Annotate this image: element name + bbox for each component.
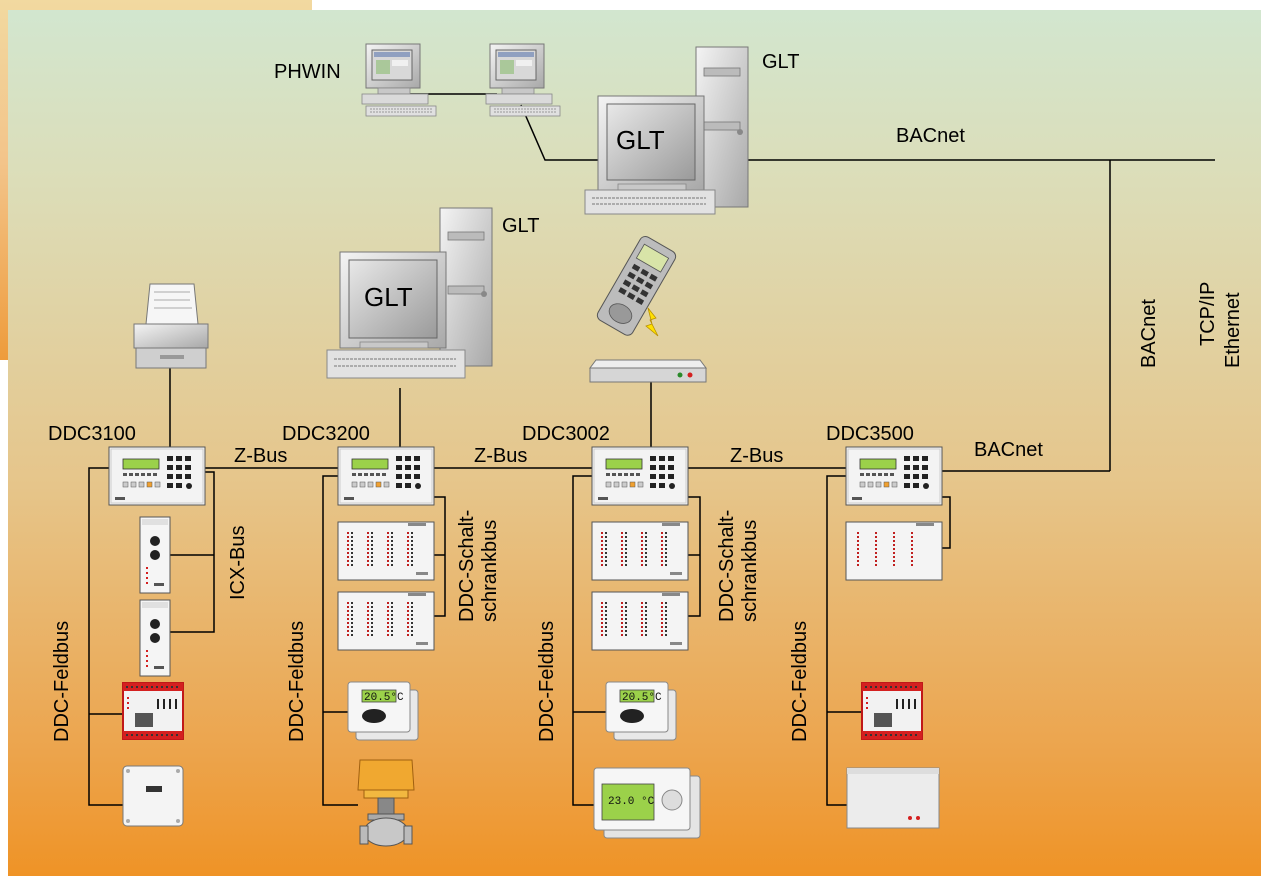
icx-bus-label: ICX-Bus xyxy=(227,526,249,600)
server-icon xyxy=(695,46,749,208)
ethernet-label: Ethernet xyxy=(1222,292,1244,368)
schaltschrankbus-label: schrankbus xyxy=(479,520,501,622)
controller-name: DDC3500 xyxy=(826,423,914,445)
mobile-phone-icon xyxy=(596,235,677,337)
sensor-box-icon xyxy=(122,765,184,827)
tcpip-label: TCP/IP xyxy=(1197,282,1219,346)
feldbus-label: DDC-Feldbus xyxy=(789,621,811,742)
room-unit-icon: 20.5°C xyxy=(605,681,677,741)
controller-name: DDC3002 xyxy=(522,423,610,445)
pc-icon xyxy=(485,43,561,117)
icx-module-icon xyxy=(139,516,171,594)
controller-icon xyxy=(108,446,206,506)
connection-lines xyxy=(88,93,1215,806)
schaltschrankbus-label: schrankbus xyxy=(739,520,761,622)
modem-icon xyxy=(589,359,707,383)
glt-top-label: GLT xyxy=(762,51,799,73)
gateway-box-icon xyxy=(846,767,940,829)
glt-mid-label: GLT xyxy=(502,215,539,237)
room-unit-display: 20.5°C xyxy=(622,692,662,704)
schaltschrankbus-label: DDC-Schalt- xyxy=(716,510,738,622)
zbus-label: Z-Bus xyxy=(474,445,527,467)
display-unit-icon: 23.0 °C xyxy=(593,767,701,839)
glt-screen-top-label: GLT xyxy=(616,125,665,155)
io-module-icon xyxy=(337,591,435,651)
schaltschrankbus-label: DDC-Schalt- xyxy=(456,510,478,622)
bacnet-top-label: BACnet xyxy=(896,125,965,147)
server-icon xyxy=(439,207,493,367)
glt-screen-mid-label: GLT xyxy=(364,282,413,312)
zbus-label: Z-Bus xyxy=(730,445,783,467)
controller-icon xyxy=(845,446,943,506)
room-unit-icon: 20.5°C xyxy=(347,681,419,741)
glt-server-mid xyxy=(326,207,493,379)
controller-icon xyxy=(591,446,689,506)
pc-icon xyxy=(361,43,437,117)
controller-icon xyxy=(337,446,435,506)
io-module-icon xyxy=(122,682,184,740)
phwin-label: PHWIN xyxy=(274,61,341,83)
printer-icon xyxy=(133,283,209,369)
valve-actuator-icon xyxy=(357,759,415,847)
phwin-workstation xyxy=(361,43,437,117)
io-module-icon xyxy=(591,521,689,581)
glt-client-workstation xyxy=(485,43,561,117)
icx-module-icon xyxy=(139,599,171,677)
io-module-icon xyxy=(337,521,435,581)
feldbus-label: DDC-Feldbus xyxy=(536,621,558,742)
io-module-icon xyxy=(861,682,923,740)
io-module-icon xyxy=(591,591,689,651)
controller-name: DDC3100 xyxy=(48,423,136,445)
display-unit-readout: 23.0 °C xyxy=(608,796,655,808)
glt-server-top xyxy=(584,46,749,215)
io-module-icon xyxy=(845,521,943,581)
bacnet-vertical-label: BACnet xyxy=(1138,299,1160,368)
feldbus-label: DDC-Feldbus xyxy=(286,621,308,742)
zbus-label: Z-Bus xyxy=(234,445,287,467)
feldbus-label: DDC-Feldbus xyxy=(51,621,73,742)
controller-name: DDC3200 xyxy=(282,423,370,445)
bacnet-ddc-label: BACnet xyxy=(974,439,1043,461)
room-unit-display: 20.5°C xyxy=(364,692,404,704)
